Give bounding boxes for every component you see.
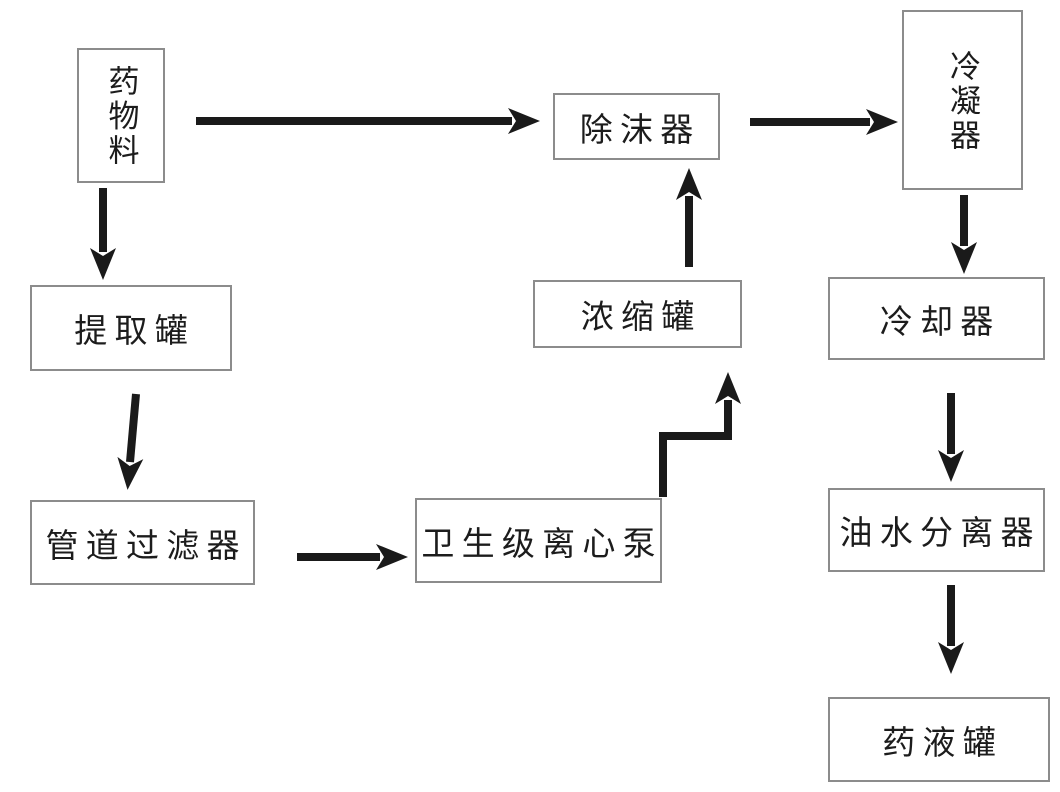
node-cooler: 冷却器 bbox=[828, 277, 1045, 360]
node-centrifugal-pump: 卫生级离心泵 bbox=[415, 498, 662, 583]
arrow-extraction-tank-to-pipe-filter bbox=[117, 393, 144, 490]
node-liquid-tank: 药液罐 bbox=[828, 697, 1050, 782]
node-concentrator: 浓缩罐 bbox=[533, 280, 742, 348]
node-demister: 除沫器 bbox=[553, 93, 720, 160]
node-pipe-filter: 管道过滤器 bbox=[30, 500, 255, 585]
node-drug-material: 药物料 bbox=[77, 48, 165, 183]
node-extraction-tank: 提取罐 bbox=[30, 285, 232, 371]
node-condenser: 冷凝器 bbox=[902, 10, 1023, 190]
arrow-centrifugal-pump-to-concentrator bbox=[659, 372, 741, 497]
node-oil-water-separator: 油水分离器 bbox=[828, 488, 1045, 572]
